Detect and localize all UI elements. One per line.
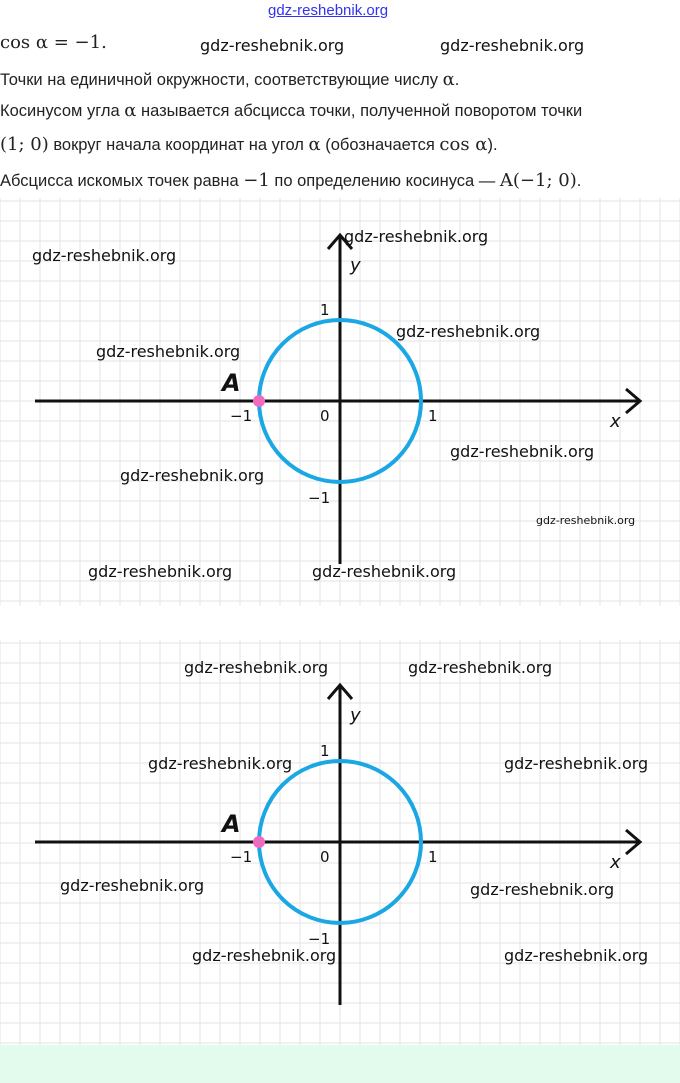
x-label: x: [609, 852, 621, 873]
watermark: gdz-reshebnik.org: [396, 322, 541, 341]
t: Абсцисса искомых точек равна: [0, 172, 244, 190]
origin-label: 0: [320, 407, 330, 425]
t: ).: [487, 136, 498, 154]
x-tick-1: 1: [428, 407, 438, 425]
bottom-band: [0, 1045, 680, 1083]
t: Косинусом угла: [0, 102, 125, 120]
point-a: [253, 395, 265, 407]
y-tick-1: 1: [320, 742, 330, 760]
point-a-label: A: [220, 369, 241, 397]
x-tick-1: 1: [428, 848, 438, 866]
y-tick-minus-1: −1: [308, 930, 330, 948]
y-label: y: [349, 705, 361, 726]
x-axis-arrow: [625, 387, 643, 415]
watermark: gdz-reshebnik.org: [344, 227, 489, 246]
paragraph-definition-cont: (1; 0) вокруг начала координат на угол α…: [0, 134, 498, 155]
origin-label: 0: [320, 848, 330, 866]
watermark: gdz-reshebnik.org: [148, 754, 293, 773]
minus-one: −1: [243, 170, 270, 191]
y-label: y: [349, 255, 361, 276]
watermark: gdz-reshebnik.org: [536, 514, 636, 527]
t: .: [576, 172, 582, 190]
watermark: gdz-reshebnik.org: [408, 658, 553, 677]
alpha: α: [124, 100, 137, 121]
equation: cos α = −1.: [0, 32, 107, 53]
y-axis-arrow: [326, 232, 354, 250]
t: называется абсцисса точки, полученной по…: [136, 102, 583, 120]
watermark: gdz-reshebnik.org: [504, 946, 649, 965]
watermark: gdz-reshebnik.org: [96, 342, 241, 361]
cos: cos α: [439, 134, 488, 155]
point-a: [253, 836, 265, 848]
site-watermark-link[interactable]: gdz-reshebnik.org: [268, 2, 389, 19]
watermark: gdz-reshebnik.org: [470, 880, 615, 899]
paragraph-answer: Абсцисса искомых точек равна −1 по опред…: [0, 170, 581, 191]
y-tick-1: 1: [320, 301, 330, 319]
unit-circle-figure-1: y x 1 −1 0 1 −1 A: [0, 198, 680, 606]
paragraph-definition: Косинусом угла α называется абсцисса точ…: [0, 100, 582, 121]
y-axis-arrow: [326, 682, 354, 700]
x-label: x: [609, 411, 621, 432]
t: вокруг начала координат на угол: [48, 136, 309, 154]
watermark: gdz-reshebnik.org: [120, 466, 265, 485]
x-axis-arrow: [625, 828, 643, 856]
t: Точки на единичной окружности, соответст…: [0, 71, 443, 89]
alpha: α: [442, 69, 455, 90]
t: (обозначается: [320, 136, 440, 154]
x-tick-minus-1: −1: [230, 407, 252, 425]
watermark: gdz-reshebnik.org: [504, 754, 649, 773]
watermark: gdz-reshebnik.org: [312, 562, 457, 581]
watermark: gdz-reshebnik.org: [440, 36, 585, 55]
point-a-label: A: [220, 810, 241, 838]
watermark: gdz-reshebnik.org: [450, 442, 595, 461]
point: (1; 0): [0, 134, 49, 155]
watermark: gdz-reshebnik.org: [88, 562, 233, 581]
watermark: gdz-reshebnik.org: [184, 658, 329, 677]
point-a: A(−1; 0): [499, 170, 577, 191]
watermark: gdz-reshebnik.org: [192, 946, 337, 965]
paragraph-points: Точки на единичной окружности, соответст…: [0, 69, 459, 90]
unit-circle-figure-2: y x 1 −1 0 1 −1 A: [0, 640, 680, 1045]
watermark: gdz-reshebnik.org: [200, 36, 345, 55]
watermark: gdz-reshebnik.org: [60, 876, 205, 895]
t: по определению косинуса —: [269, 172, 500, 190]
alpha: α: [308, 134, 321, 155]
t: .: [454, 71, 460, 89]
y-tick-minus-1: −1: [308, 489, 330, 507]
watermark: gdz-reshebnik.org: [32, 246, 177, 265]
x-tick-minus-1: −1: [230, 848, 252, 866]
